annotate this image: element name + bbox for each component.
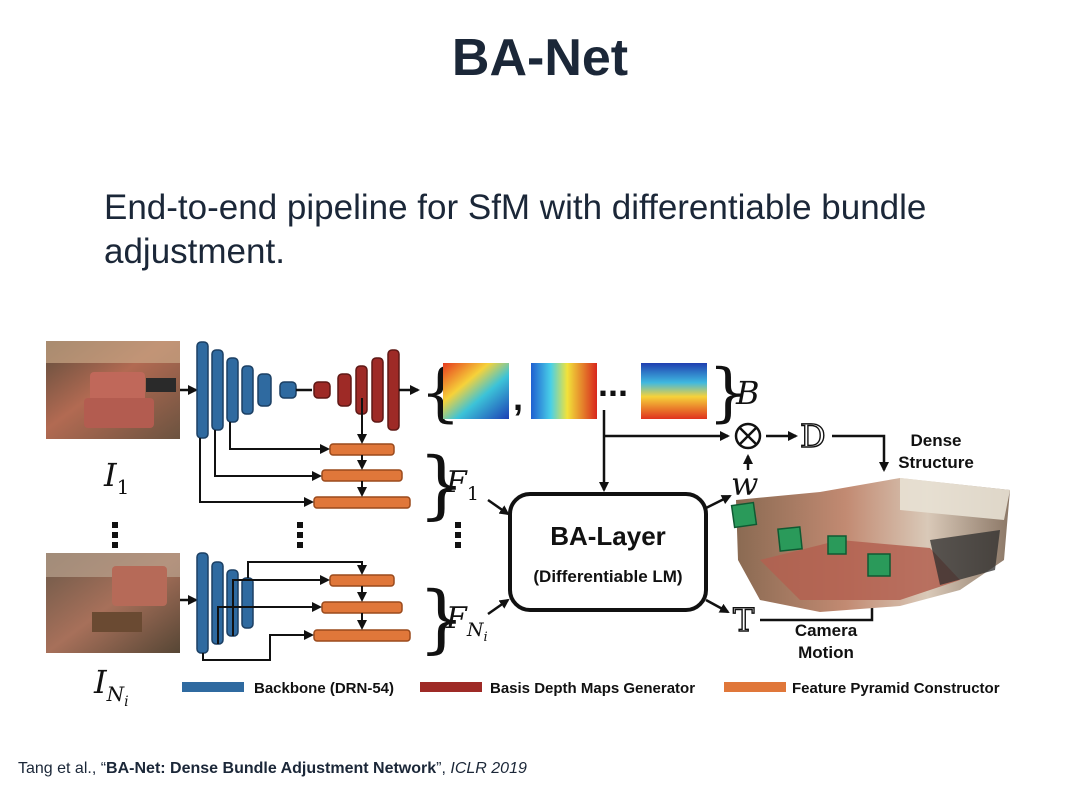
weight-symbol: w [731, 465, 758, 503]
slide-subtitle: End-to-end pipeline for SfM with differe… [104, 188, 927, 271]
svg-text:}: } [418, 576, 465, 662]
legend-swatch-pyramid [724, 682, 786, 692]
citation: Tang et al., “BA-Net: Dense Bundle Adjus… [18, 760, 527, 778]
input-label-n: INi [93, 663, 129, 710]
citation-venue: ICLR 2019 [450, 760, 527, 777]
basis-symbol: B [735, 374, 760, 412]
legend-swatch-depth [420, 682, 482, 692]
legend-label-backbone: Backbone (DRN-54) [254, 680, 394, 697]
reconstructed-scene [730, 478, 1010, 612]
feature-label-n: FNi [445, 601, 488, 645]
input-label-1: I1 [103, 456, 129, 499]
depth-symbol: D [800, 417, 826, 455]
citation-closing: ”, [436, 760, 451, 777]
citation-authors: Tang et al., “ [18, 760, 107, 777]
backbone-top [196, 341, 297, 439]
ba-layer-box: BA-Layer (Differentiable LM) [508, 492, 708, 612]
input-image-1 [46, 341, 180, 439]
ba-layer-title: BA-Layer [550, 521, 666, 551]
ba-layer-subtitle: (Differentiable LM) [533, 567, 682, 586]
ba-net-diagram: { , ... } B } F1 [46, 341, 1010, 710]
backbone-bottom [196, 552, 254, 654]
depth-map-separator: , [513, 377, 523, 418]
legend: Backbone (DRN-54) Basis Depth Maps Gener… [182, 680, 1000, 697]
input-image-n [46, 553, 180, 653]
legend-label-depth: Basis Depth Maps Generator [490, 680, 695, 697]
basis-depth-maps: { , ... } B [420, 356, 760, 430]
depth-map-ellipsis: ... [598, 363, 628, 404]
svg-text:}: } [418, 442, 465, 528]
svg-text:}: } [708, 356, 749, 430]
legend-label-pyramid: Feature Pyramid Constructor [792, 680, 1000, 697]
feature-pyramid-top [313, 443, 411, 509]
citation-paper: BA-Net: Dense Bundle Adjustment Network [106, 760, 437, 777]
legend-swatch-backbone [182, 682, 244, 692]
slide-title: BA-Net [451, 29, 629, 87]
depth-generator-top [313, 349, 400, 431]
feature-pyramid-bottom [313, 574, 411, 642]
vertical-ellipsis [112, 522, 461, 548]
feature-label-1: F1 [445, 465, 479, 505]
multiply-operator [734, 422, 762, 450]
motion-symbol: T [733, 601, 755, 639]
